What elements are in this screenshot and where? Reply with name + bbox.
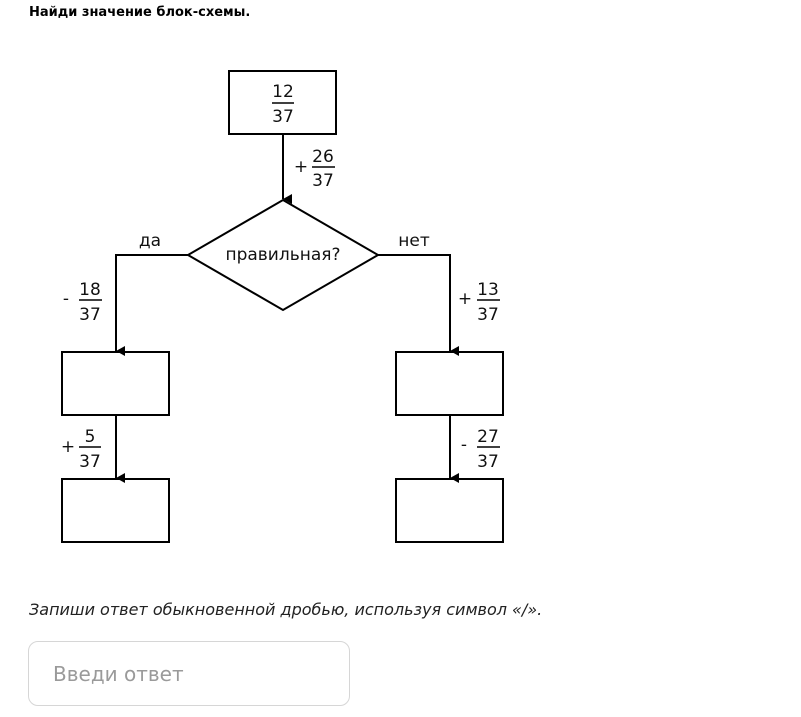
no-label: нет	[398, 231, 430, 251]
denominator: 37	[79, 452, 101, 472]
yes-label: да	[139, 231, 161, 251]
condition-text: правильная?	[225, 245, 340, 265]
numerator: 18	[79, 280, 101, 300]
sign: -	[461, 435, 467, 455]
task-title: Найди значение блок-схемы.	[29, 5, 251, 20]
numerator: 27	[477, 427, 499, 447]
numerator: 5	[85, 427, 96, 447]
no-step1-fraction: + 13 37	[458, 280, 500, 325]
step1-fraction: + 26 37	[294, 147, 335, 191]
no-box-1	[395, 351, 504, 416]
sign: +	[294, 157, 308, 177]
denominator: 37	[272, 107, 294, 127]
no-step2-fraction: - 27 37	[461, 427, 500, 472]
numerator: 13	[477, 280, 499, 300]
yes-step2-fraction: + 5 37	[61, 427, 101, 472]
sign: +	[61, 437, 75, 457]
denominator: 37	[477, 452, 499, 472]
answer-input[interactable]	[28, 641, 350, 706]
numerator: 26	[312, 147, 334, 167]
condition-diamond	[186, 198, 380, 312]
denominator: 37	[477, 305, 499, 325]
answer-hint: Запиши ответ обыкновенной дробью, исполь…	[29, 600, 543, 619]
denominator: 37	[312, 171, 334, 191]
sign: -	[63, 289, 69, 309]
yes-step1-fraction: - 18 37	[63, 280, 102, 325]
yes-box-2	[61, 478, 170, 543]
yes-connector	[115, 254, 188, 356]
flowchart: 12 37 + 26 37 правильная? да нет - 18 37…	[61, 70, 504, 543]
no-box-2	[395, 478, 504, 543]
no-connector	[378, 254, 459, 356]
yes-box-1	[61, 351, 170, 416]
sign: +	[458, 289, 472, 309]
numerator: 12	[272, 82, 294, 102]
start-fraction: 12 37	[272, 82, 294, 127]
denominator: 37	[79, 305, 101, 325]
